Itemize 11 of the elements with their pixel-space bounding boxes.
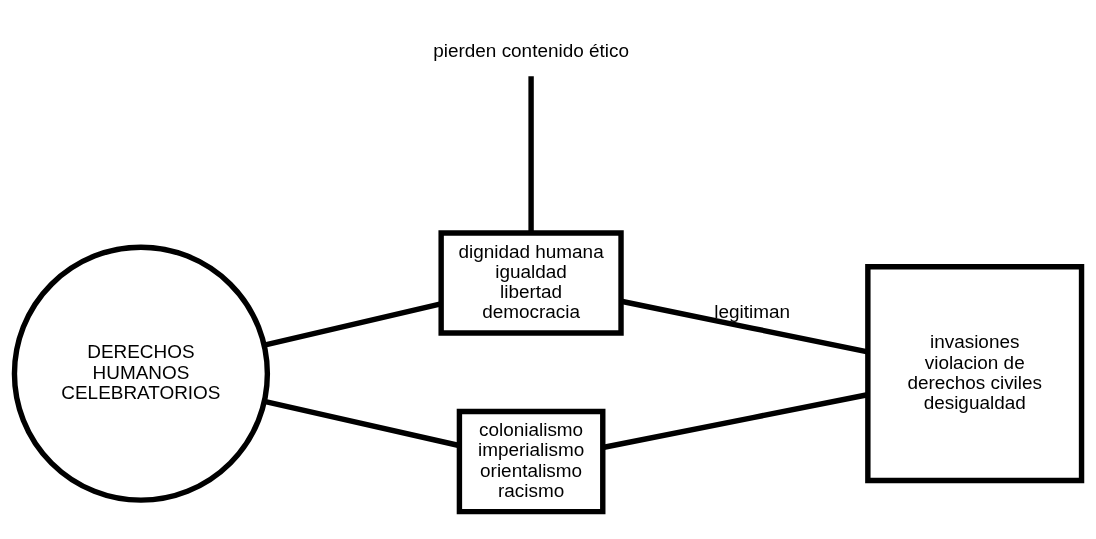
- node-box: invasiones violacion de derechos civiles desigualdad: [865, 264, 1085, 484]
- connector: [602, 392, 868, 451]
- node-circle: DERECHOS HUMANOS CELEBRATORIOS: [11, 244, 271, 503]
- edge-label: legitiman: [714, 301, 791, 323]
- connector: [528, 76, 534, 233]
- connector: [263, 398, 460, 449]
- node-box: colonialismo imperialismo orientalismo racismo: [456, 408, 606, 515]
- node-text: pierden contenido ético: [433, 39, 629, 61]
- node-box: dignidad humana igualdad libertad democracia: [438, 230, 624, 336]
- connector: [620, 298, 869, 355]
- connector: [263, 301, 442, 348]
